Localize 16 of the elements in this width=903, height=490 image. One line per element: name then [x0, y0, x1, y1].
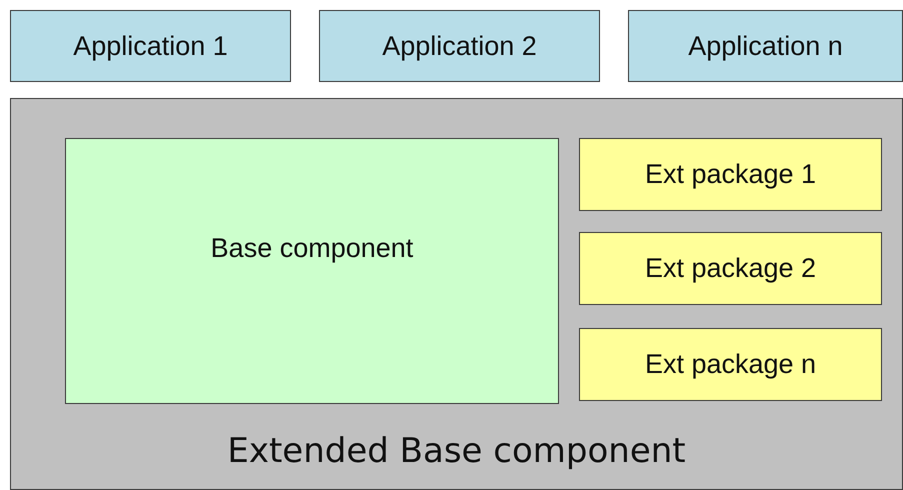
box-label: Base component [210, 233, 414, 264]
box-label: Ext package n [644, 349, 816, 380]
box-label: Application 1 [73, 30, 228, 62]
box-label: Application n [688, 30, 843, 62]
component-box [65, 138, 559, 404]
package-box [579, 232, 882, 305]
container-panel [10, 98, 903, 490]
package-box [579, 138, 882, 211]
box-label: Ext package 1 [644, 159, 816, 190]
application-box [10, 10, 291, 82]
panel-title: Extended Base component [227, 431, 686, 471]
package-box [579, 328, 882, 401]
box-label: Application 2 [382, 30, 537, 62]
box-label: Ext package 2 [644, 253, 816, 284]
application-box [319, 10, 600, 82]
application-box [628, 10, 903, 82]
